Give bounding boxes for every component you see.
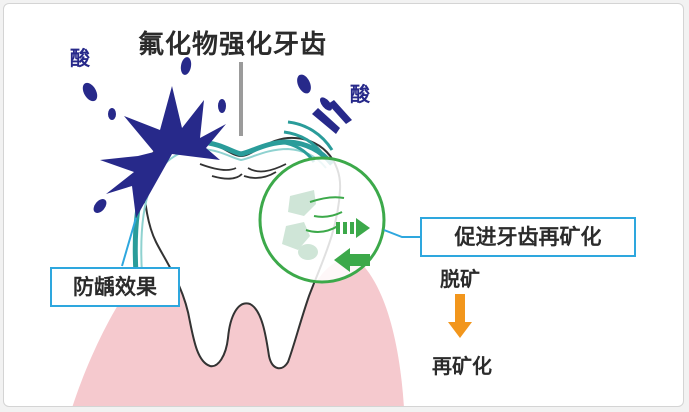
acid-label-right: 酸	[350, 82, 370, 106]
remineralize-arrow-icon	[334, 248, 370, 272]
fluoride-pointers	[305, 196, 345, 234]
acid-drops-icon	[297, 74, 352, 134]
acid-splash-icon	[82, 57, 226, 218]
callout-line-anti-caries	[121, 217, 137, 267]
anti-caries-label: 防龋效果	[50, 267, 180, 307]
remineralize-label: 促进牙齿再矿化	[420, 217, 636, 257]
enamel-crystals	[282, 190, 318, 260]
fissure-marks	[199, 163, 287, 180]
demineralize-arrow-icon	[336, 218, 370, 238]
diagram-frame: 氟化物强化牙齿 酸 酸 防龋效果 促进牙齿再矿化 脱矿 再矿化	[3, 3, 684, 407]
acid-label-left: 酸	[70, 46, 90, 70]
page-title: 氟化物强化牙齿	[138, 30, 328, 60]
enamel-outline-inner	[140, 147, 327, 275]
remineralization-label: 再矿化	[432, 354, 492, 378]
callout-line-remineralize	[383, 229, 420, 238]
orange-down-arrow-icon	[448, 294, 472, 338]
zoom-circle	[258, 156, 386, 284]
demineralization-label: 脱矿	[440, 267, 480, 291]
tooth-illustration	[72, 57, 472, 406]
